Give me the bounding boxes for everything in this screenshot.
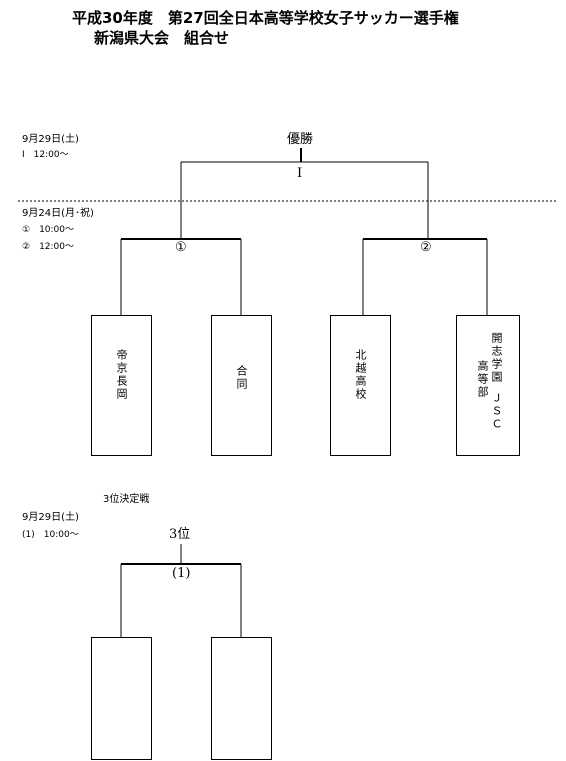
team-name-col3: ＪＳＣ (490, 392, 503, 431)
third-place-date: 9月29日(土) (22, 512, 79, 523)
final-date: 9月29日(土) (22, 134, 79, 145)
team-box-hokuetsu: 北越高校 (330, 315, 391, 456)
page-subtitle: 新潟県大会 組合せ (94, 29, 230, 47)
third-place-team-box-1 (91, 637, 152, 760)
semi2-match-time: ② 12:00～ (22, 242, 75, 252)
team-box-godo: 合同 (211, 315, 272, 456)
page-title: 平成30年度 第27回全日本高等学校女子サッカー選手権 (72, 9, 459, 27)
team-name-col2: 高等部 (476, 360, 489, 399)
team-name: 北越高校 (354, 349, 367, 401)
team-name-col1: 開志学園 (490, 332, 503, 384)
final-match-time: Ⅰ 12:00～ (22, 150, 69, 160)
team-box-teikyo-nagaoka: 帝京長岡 (91, 315, 152, 456)
winner-label: 優勝 (287, 132, 314, 147)
final-match-id: Ⅰ (297, 166, 303, 181)
third-place-match-id: (1) (172, 566, 191, 581)
semis-date: 9月24日(月･祝) (22, 208, 94, 219)
third-place-team-box-2 (211, 637, 272, 760)
team-name: 帝京長岡 (115, 349, 128, 401)
semi2-id: ② (420, 240, 432, 255)
third-place-heading: 3位決定戦 (103, 494, 150, 505)
team-box-kaishi-jsc: 開志学園 高等部 ＪＳＣ (456, 315, 520, 456)
team-name: 合同 (235, 365, 248, 391)
third-place-match-time: (1) 10:00～ (22, 530, 79, 540)
semi1-id: ① (175, 240, 187, 255)
semi1-match-time: ① 10:00～ (22, 225, 75, 235)
third-place-label: 3位 (169, 527, 191, 542)
